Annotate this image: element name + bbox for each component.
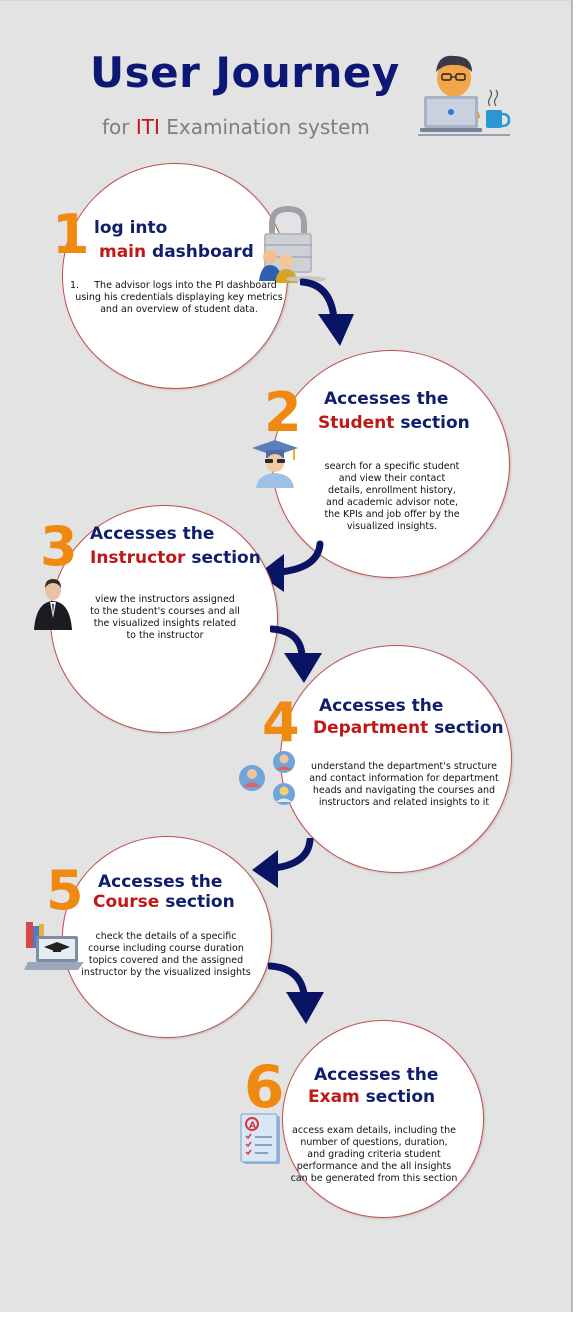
step-4-heading-highlight: Department bbox=[313, 718, 429, 738]
step-5-heading-line1: Accesses the bbox=[98, 872, 223, 892]
flow-arrow-2 bbox=[258, 540, 324, 592]
step-1-description-wrap: 1. The advisor logs into the PI dashboar… bbox=[70, 280, 288, 316]
subtitle-suffix: Examination system bbox=[159, 115, 370, 139]
step-3-heading-highlight: Instructor bbox=[90, 548, 186, 568]
step-1-heading-line1: log into bbox=[94, 218, 168, 238]
step-1-heading-rest: dashboard bbox=[146, 242, 254, 262]
step-2-heading-highlight: Student bbox=[318, 413, 395, 433]
step-6-number: 6 bbox=[244, 1053, 285, 1121]
padlock-users-icon bbox=[259, 205, 326, 283]
step-2-heading-line1: Accesses the bbox=[324, 389, 449, 409]
step-1-heading-highlight: main bbox=[99, 242, 147, 262]
step-2-heading-rest: section bbox=[394, 413, 470, 433]
step-5-heading-rest: section bbox=[159, 892, 235, 912]
step-4-heading: Accesses the Department section bbox=[313, 694, 504, 740]
step-6-circle bbox=[282, 1020, 484, 1218]
step-4-heading-rest: section bbox=[428, 718, 504, 738]
page-subtitle: for ITI Examination system bbox=[102, 115, 402, 139]
step-1-circle bbox=[62, 163, 288, 389]
step-2-description: search for a specific student and view t… bbox=[324, 461, 460, 532]
flow-arrow-1 bbox=[300, 278, 354, 346]
step-3-heading: Accesses the Instructor section bbox=[90, 522, 261, 570]
step-4-circle bbox=[280, 645, 512, 873]
step-3-description: view the instructors assigned to the stu… bbox=[90, 594, 240, 641]
step-6-description: access exam details, including the numbe… bbox=[290, 1125, 458, 1184]
step-4-number: 4 bbox=[262, 691, 300, 754]
flow-arrow-4 bbox=[252, 838, 314, 888]
graduate-icon bbox=[252, 440, 298, 488]
step-4-description: understand the department's structure an… bbox=[309, 761, 499, 808]
laptop-books-icon bbox=[24, 922, 84, 970]
step-5-heading: Accesses the Course section bbox=[93, 870, 235, 914]
page-title: User Journey bbox=[90, 48, 400, 97]
step-6-heading: Accesses the Exam section bbox=[308, 1063, 439, 1109]
step-5-description: check the details of a specific course i… bbox=[81, 931, 251, 978]
step-2-heading: Accesses the Student section bbox=[318, 387, 470, 435]
flow-arrow-3 bbox=[270, 625, 322, 683]
step-3-heading-line1: Accesses the bbox=[90, 524, 215, 544]
step-3-heading-rest: section bbox=[185, 548, 261, 568]
developer-laptop-icon bbox=[418, 55, 511, 136]
step-6-heading-highlight: Exam bbox=[308, 1087, 360, 1107]
step-1-list-marker: 1. bbox=[70, 280, 80, 291]
step-6-heading-rest: section bbox=[359, 1087, 436, 1107]
subtitle-highlight: ITI bbox=[135, 115, 160, 139]
svg-text:A: A bbox=[249, 1121, 256, 1131]
team-icon bbox=[239, 751, 295, 805]
step-2-circle bbox=[272, 350, 510, 578]
exam-paper-icon: A bbox=[240, 1113, 280, 1164]
subtitle-prefix: for bbox=[102, 115, 136, 139]
step-5-heading-highlight: Course bbox=[93, 892, 160, 912]
step-2-number: 2 bbox=[264, 381, 302, 444]
step-6-heading-line1: Accesses the bbox=[314, 1065, 439, 1085]
step-3-number: 3 bbox=[40, 515, 78, 578]
step-1-heading: log into main dashboard bbox=[94, 216, 254, 264]
flow-arrow-5 bbox=[268, 962, 324, 1024]
instructor-icon bbox=[34, 579, 72, 630]
step-1-description: The advisor logs into the PI dashboard u… bbox=[75, 280, 283, 315]
step-1-number: 1 bbox=[52, 203, 90, 266]
step-5-number: 5 bbox=[46, 859, 84, 922]
step-4-heading-line1: Accesses the bbox=[319, 696, 444, 716]
